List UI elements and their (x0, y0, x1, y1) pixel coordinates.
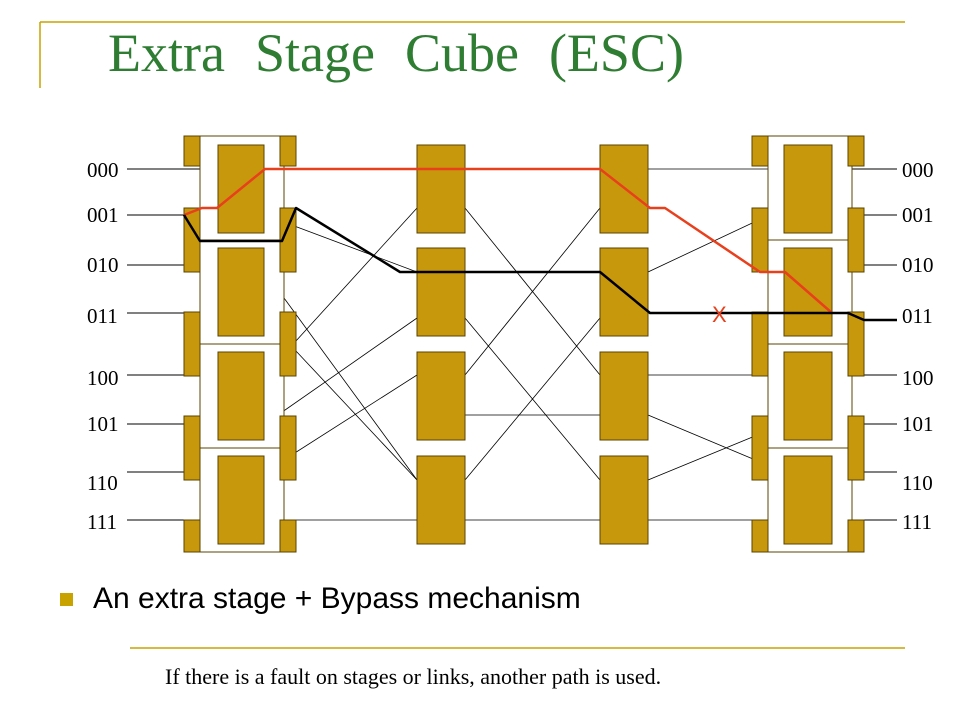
switch-box (599, 351, 649, 441)
output-label-010: 010 (902, 253, 934, 277)
bypass-mux (279, 311, 297, 377)
bypass-mux (751, 311, 769, 377)
input-label-010: 010 (87, 253, 119, 277)
input-label-111: 111 (87, 510, 117, 534)
title-word-1: Extra (108, 23, 225, 83)
switch-box (416, 144, 466, 234)
bypass-mux-stage-4 (751, 135, 865, 553)
switch-box (217, 455, 265, 545)
bypass-mux (847, 135, 865, 167)
output-port-labels: 000 001 010 011 100 101 110 111 (902, 158, 934, 534)
bypass-mux (847, 519, 865, 553)
bypass-mux (751, 519, 769, 553)
bypass-mux (751, 415, 769, 481)
bypass-mux (183, 135, 201, 167)
output-label-001: 001 (902, 203, 934, 227)
input-label-000: 000 (87, 158, 119, 182)
switch-box (783, 144, 833, 234)
bypass-mux (183, 519, 201, 553)
output-label-110: 110 (902, 471, 933, 495)
switches-stage-1 (217, 144, 265, 545)
primary-route-path (183, 167, 833, 314)
bypass-mux (847, 415, 865, 481)
bypass-mux (847, 207, 865, 273)
title-word-2: Stage (254, 23, 375, 83)
bypass-mux (183, 311, 201, 377)
switches-stage-2 (416, 144, 466, 545)
output-label-100: 100 (902, 366, 934, 390)
bypass-mux (183, 415, 201, 481)
switch-box (416, 455, 466, 545)
link-s1-s2 (264, 317, 418, 425)
output-label-000: 000 (902, 158, 934, 182)
switch-box (217, 247, 265, 337)
alternate-route-path (182, 206, 897, 322)
switch-box (783, 455, 833, 545)
stage-1-extra (183, 135, 297, 553)
interstage-links (264, 168, 785, 521)
link-s2-s3 (464, 317, 601, 481)
switch-box (217, 351, 265, 441)
input-label-110: 110 (87, 471, 118, 495)
title-word-4: (ESC) (548, 23, 684, 83)
bypass-mux (751, 135, 769, 167)
switch-box (416, 247, 466, 337)
input-port-labels: 000 001 010 011 100 101 110 111 (87, 158, 119, 534)
link-s1-s2 (264, 271, 418, 481)
output-label-111: 111 (902, 510, 932, 534)
input-label-001: 001 (87, 203, 119, 227)
fault-marker: X (712, 302, 727, 327)
output-label-101: 101 (902, 412, 934, 436)
title-word-3: Cube (404, 23, 519, 83)
input-label-101: 101 (87, 412, 119, 436)
output-label-011: 011 (902, 304, 933, 328)
switch-box (599, 455, 649, 545)
bypass-mux (279, 415, 297, 481)
footnote: If there is a fault on stages or links, … (165, 664, 662, 689)
switch-box (416, 351, 466, 441)
switch-box (783, 351, 833, 441)
stage-4-last (751, 135, 865, 553)
slide-title: Extra Stage Cube (ESC) (108, 22, 714, 84)
bullet-item: An extra stage + Bypass mechanism (60, 582, 581, 616)
input-label-100: 100 (87, 366, 119, 390)
input-label-011: 011 (87, 304, 118, 328)
bypass-mux (279, 135, 297, 167)
bullet-square-icon (60, 592, 73, 606)
bypass-mux (751, 207, 769, 273)
bypass-mux (847, 311, 865, 377)
bullet-text: An extra stage + Bypass mechanism (93, 582, 581, 615)
link-s2-s3 (464, 207, 601, 376)
switches-stage-3 (599, 144, 649, 545)
bypass-mux (279, 519, 297, 553)
